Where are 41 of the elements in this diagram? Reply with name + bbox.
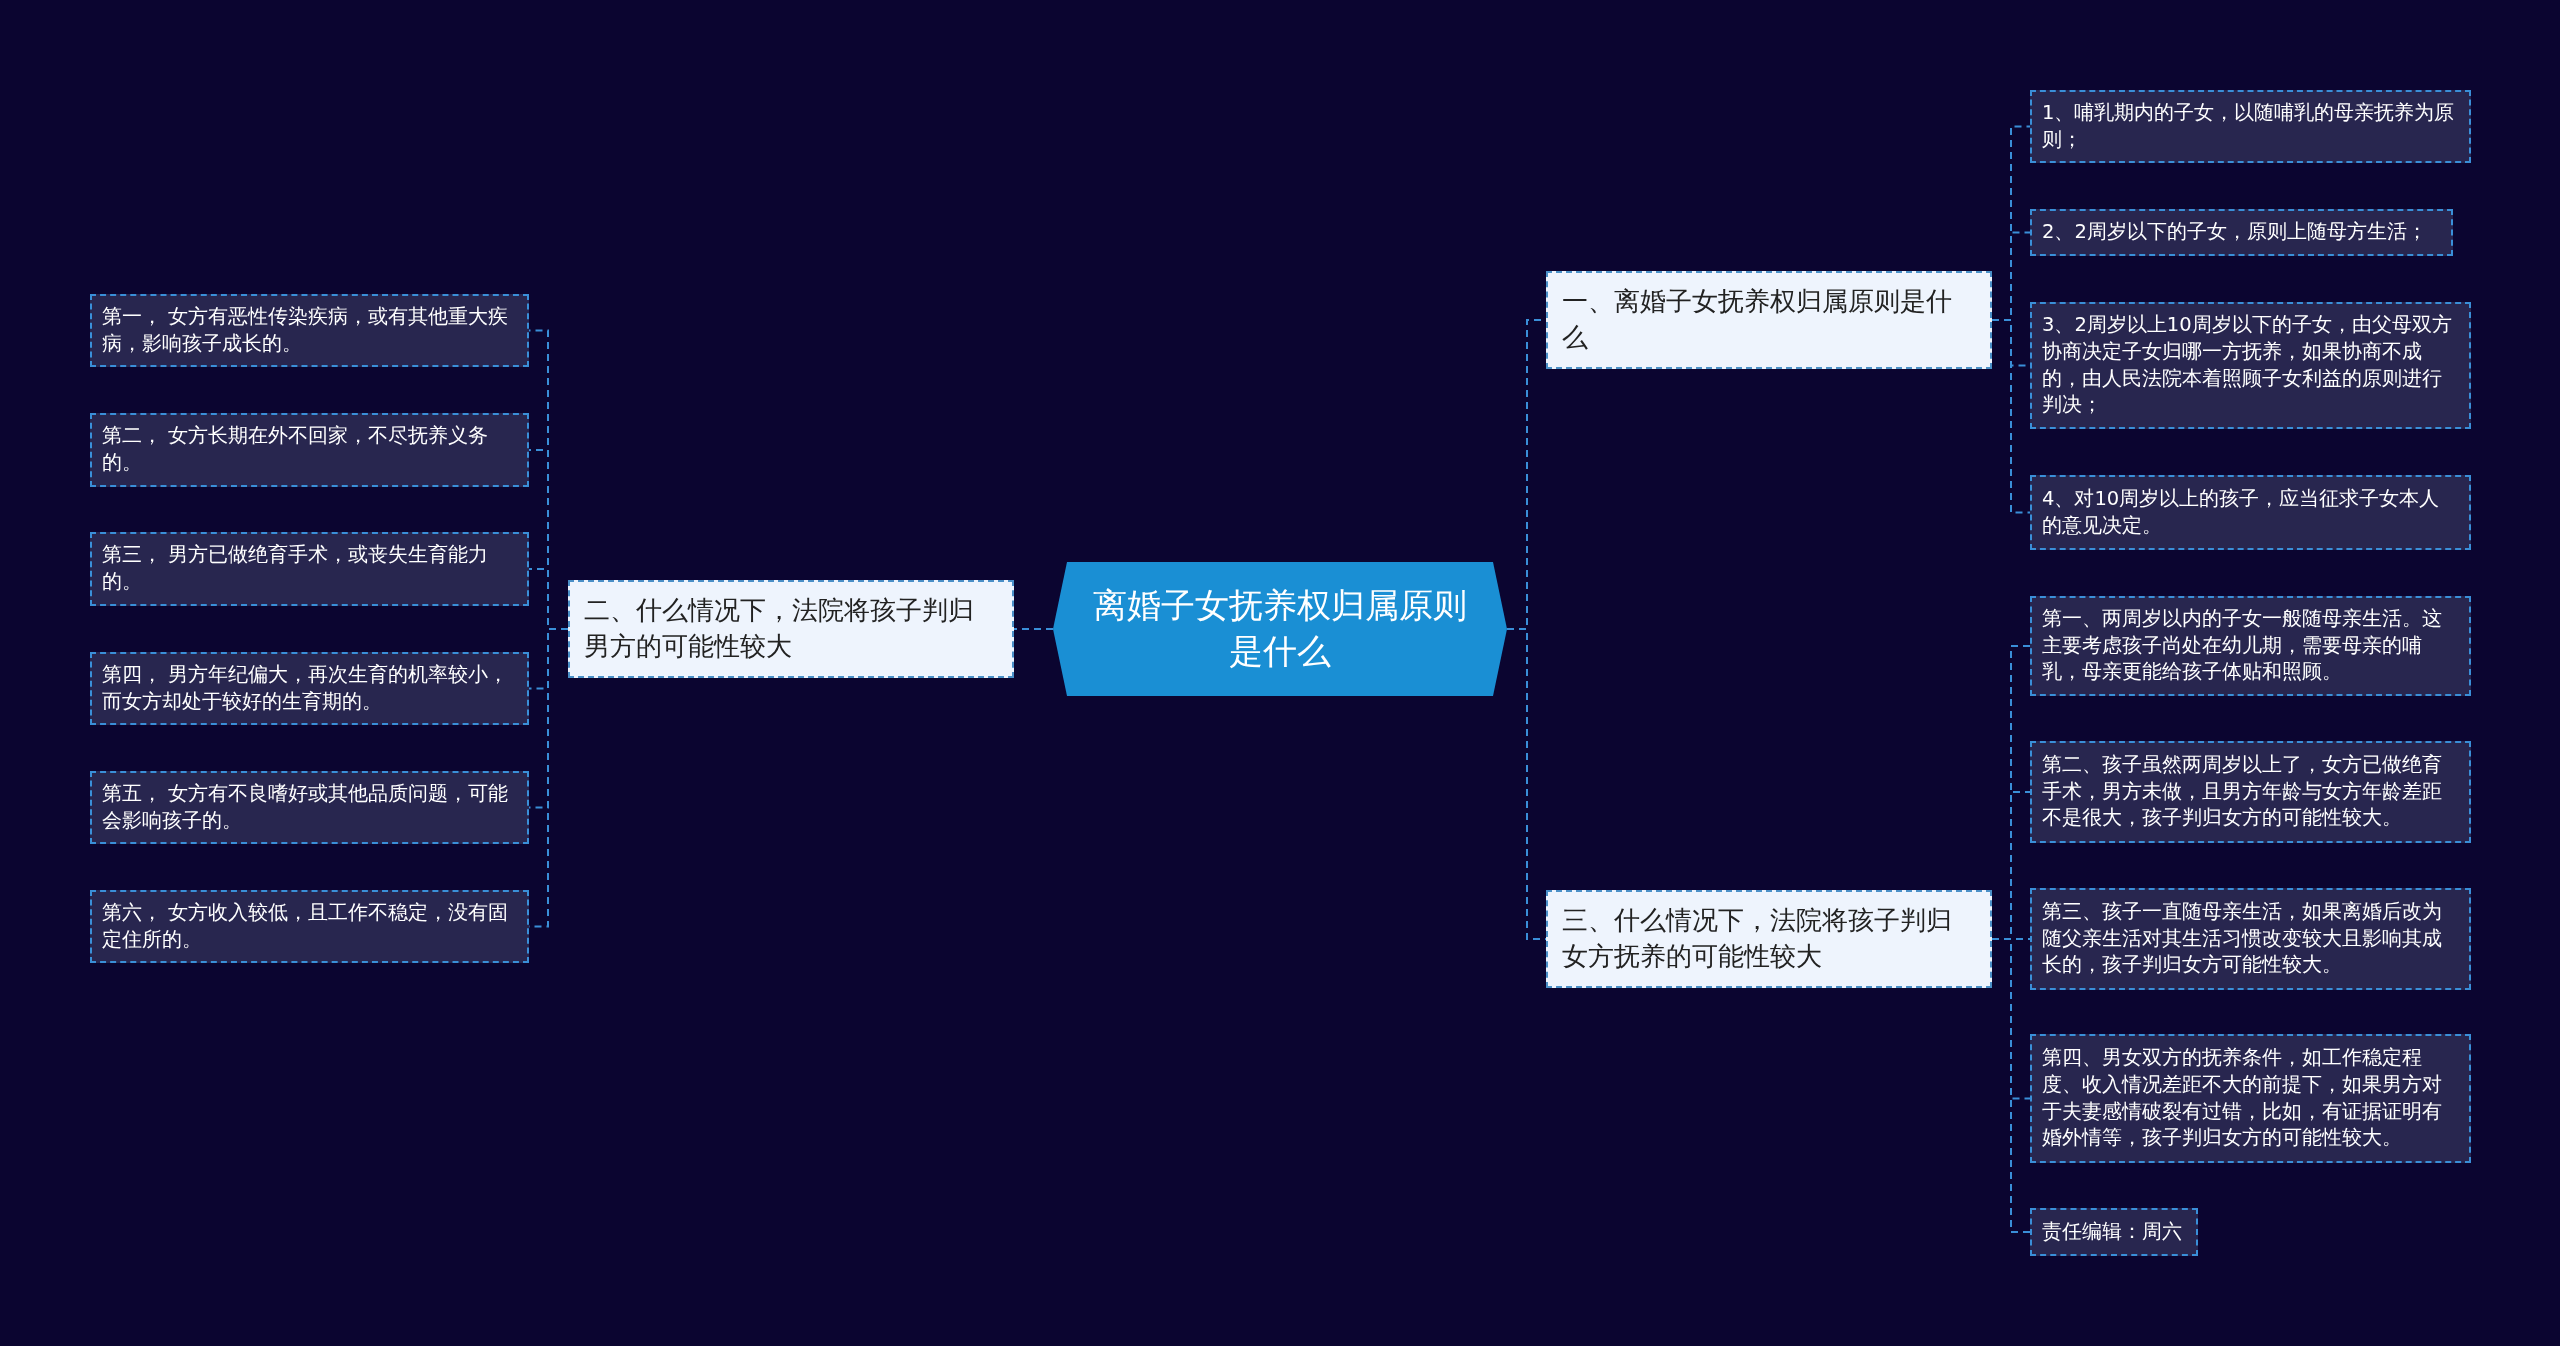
- central-topic-hexagon: [1053, 562, 1507, 696]
- leaf-text: 第二、孩子虽然两周岁以上了，女方已做绝育手术，男方未做，且男方年龄与女方年龄差距不是很大，孩子判归女方的可能性较大。: [2042, 751, 2443, 832]
- connector-line: [1013, 628, 1054, 630]
- leaf-box: [2030, 1034, 2471, 1163]
- branch-text: 一、离婚子女抚养权归属原则是什么: [1562, 285, 1953, 354]
- leaf-text: 2、2周岁以下的子女，原则上随母方生活；: [2042, 219, 2427, 246]
- leaf-box: [2030, 302, 2471, 429]
- leaf-text: 4、对10周岁以上的孩子，应当征求子女本人的意见决定。: [2042, 485, 2441, 539]
- leaf-text: 第五， 女方有不良嗜好或其他品质问题，可能会影响孩子的。: [102, 780, 510, 834]
- branch-box: [1546, 271, 1992, 369]
- leaf-text: 第四、男女双方的抚养条件，如工作稳定程度、收入情况差距不大的前提下，如果男方对于夫妻感情破裂有过错，比如，有证据证明有婚外情等，孩子判归女方的可能性较大。: [2042, 1044, 2443, 1152]
- leaf-text: 第一， 女方有恶性传染疾病，或有其他重大疾病，影响孩子成长的。: [102, 303, 510, 357]
- leaf-text: 第一、两周岁以内的子女一般随母亲生活。这主要考虑孩子尚处在幼儿期，需要母亲的哺乳，母亲更能给孩子体贴和照顾。: [2042, 605, 2443, 686]
- branch-box: [1546, 890, 1992, 988]
- leaf-box: [2030, 90, 2471, 163]
- leaf-text: 第六， 女方收入较低，且工作不稳定，没有固定住所的。: [102, 899, 510, 953]
- leaf-box: [90, 294, 529, 367]
- connector-line: [1991, 938, 2031, 1233]
- leaf-box: [90, 532, 529, 606]
- leaf-box: [2030, 209, 2453, 256]
- leaf-text: 第三、孩子一直随母亲生活，如果离婚后改为随父亲生活对其生活习惯改变较大且影响其成长的，孩子判归女方可能性较大。: [2042, 898, 2443, 979]
- leaf-text: 第四， 男方年纪偏大，再次生育的机率较小，而女方却处于较好的生育期的。: [102, 661, 510, 715]
- topic-title: 离婚子女抚养权归属原则是什么: [1092, 584, 1468, 673]
- leaf-text: 1、哺乳期内的子女，以随哺乳的母亲抚养为原则；: [2042, 99, 2456, 153]
- leaf-text: 责任编辑：周六: [2042, 1218, 2182, 1245]
- connector-line: [1991, 319, 2031, 514]
- branch-text: 二、什么情况下，法院将孩子判归男方的可能性较大: [584, 594, 975, 663]
- leaf-text: 第三， 男方已做绝育手术，或丧失生育能力的。: [102, 542, 490, 595]
- leaf-box: [90, 413, 529, 487]
- leaf-box: [2030, 475, 2471, 550]
- leaf-text: 第二， 女方长期在外不回家，不尽抚养义务的。: [102, 423, 490, 476]
- leaf-box: [90, 771, 529, 844]
- leaf-text: 3、2周岁以上10周岁以下的子女，由父母双方协商决定子女归哪一方抚养，如果协商不成的，由人民法院本着照顾子女利益的原则进行判决；: [2042, 311, 2453, 419]
- leaf-box: [2030, 741, 2471, 843]
- branch-box: [568, 580, 1014, 678]
- leaf-box: [2030, 888, 2471, 990]
- leaf-box: [90, 890, 529, 963]
- leaf-box: [2030, 596, 2471, 696]
- leaf-box: [2030, 1208, 2198, 1256]
- branch-text: 三、什么情况下，法院将孩子判归女方抚养的可能性较大: [1562, 904, 1953, 973]
- leaf-box: [90, 652, 529, 725]
